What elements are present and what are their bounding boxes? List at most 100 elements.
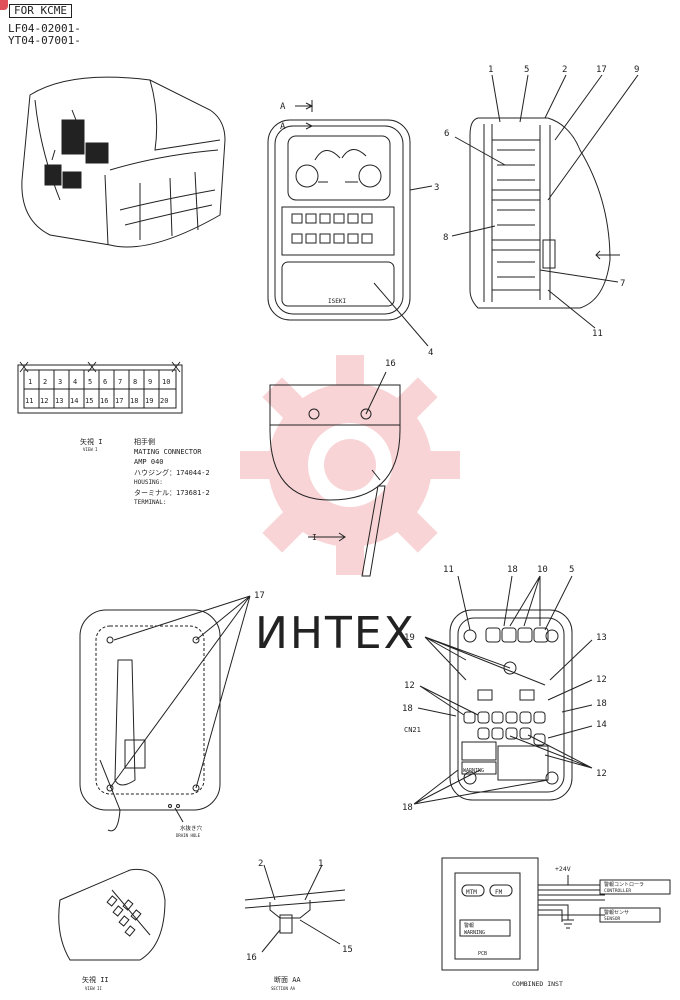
callout-number: 18 <box>507 565 518 575</box>
callout-number: 4 <box>428 348 433 358</box>
pcb-label: PCB <box>478 951 487 957</box>
view-arrow-label: A <box>280 102 286 112</box>
terminal-jp: ターミナル：173681-2 <box>134 488 210 497</box>
warning-jp: 警報 <box>464 922 474 929</box>
monitor-brand-label: ISEKI <box>328 298 346 305</box>
callout-number: 10 <box>537 565 548 575</box>
pin-number: 20 <box>160 397 168 405</box>
callout-number: 18 <box>402 704 413 714</box>
connector-pinout <box>17 361 183 414</box>
callout-number: 16 <box>385 359 396 369</box>
pin-number: 1 <box>28 378 32 386</box>
callout-number: 5 <box>524 65 529 75</box>
callout-number: 8 <box>443 233 448 243</box>
corner-badge <box>0 0 8 10</box>
pin-number: 3 <box>58 378 62 386</box>
pin-number: 10 <box>162 378 170 386</box>
drain-hole-label: DRAIN HOLE <box>176 833 201 838</box>
callout-number: 6 <box>444 129 449 139</box>
view-ii-caption-en: VIEW II <box>85 986 102 991</box>
monitor-side-section <box>451 74 639 329</box>
callout-number: 14 <box>596 720 607 730</box>
monitor-front-view: ISEKI <box>267 119 433 347</box>
callout-number: 12 <box>404 681 415 691</box>
callout-number: 17 <box>254 591 265 601</box>
callout-number: 18 <box>402 803 413 813</box>
pin-number: 7 <box>118 378 122 386</box>
callout-number: 19 <box>404 633 415 643</box>
connector-pin-numbers: 1 2 3 4 5 6 7 8 9 10 11 12 13 14 15 16 1… <box>25 378 170 405</box>
section-aa-caption-en: SECTION AA <box>271 986 296 991</box>
controller-en: CONTROLLER <box>604 888 631 894</box>
callout-number: 2 <box>562 65 567 75</box>
section-aa-detail <box>244 864 346 953</box>
sensor-en: SENSOR <box>604 916 621 922</box>
view-i-caption-en: VIEW I <box>83 447 98 452</box>
pin-number: 17 <box>115 397 123 405</box>
callout-number: 12 <box>596 769 607 779</box>
pin-number: 9 <box>148 378 152 386</box>
pin-number: 11 <box>25 397 33 405</box>
serial-range-lf: LF04-02001- <box>8 22 81 35</box>
mtm-button-label: MTM <box>466 889 477 896</box>
housing-jp: ハウジング：174044-2 <box>134 468 210 477</box>
pcb-warning-label: WARNING <box>463 768 484 774</box>
pin-number: 15 <box>85 397 93 405</box>
pcb-rear-view <box>413 575 593 805</box>
connector-captions: 矢視 I VIEW I 相手側 MATING CONNECTOR AMP 040… <box>80 437 210 506</box>
view-i-caption-jp: 矢視 I <box>80 437 102 446</box>
cover-detail: I <box>269 371 401 577</box>
warning-en: WARNING <box>464 930 485 936</box>
mating-label-jp: 相手側 <box>134 437 155 446</box>
callout-number: 7 <box>620 279 625 289</box>
pin-number: 8 <box>133 378 137 386</box>
callout-number: 1 <box>318 859 323 869</box>
fm-button-label: FM <box>495 889 503 896</box>
callout-number: 13 <box>596 633 607 643</box>
callout-number: 11 <box>443 565 454 575</box>
view-ii-plate <box>58 868 166 961</box>
housing-label: HOUSING: <box>134 479 163 486</box>
pin-number: 5 <box>88 378 92 386</box>
combined-inst-caption: COMBINED INST <box>512 980 563 988</box>
callout-number: 5 <box>569 565 574 575</box>
monitor-back-view <box>79 595 251 832</box>
view-ii-caption-jp: 矢視 II <box>82 975 109 984</box>
cn21-label: CN21 <box>404 726 421 734</box>
watermark-text: ИНТЕХ <box>255 608 416 659</box>
pin-number: 12 <box>40 397 48 405</box>
callout-number: 12 <box>596 675 607 685</box>
section-arrow-a: A A <box>280 100 314 132</box>
pin-number: 18 <box>130 397 138 405</box>
combined-inst-schematic <box>441 857 671 971</box>
amp-label: AMP 040 <box>134 458 164 466</box>
callout-number: 3 <box>434 183 439 193</box>
callout-number: 2 <box>258 859 263 869</box>
watermark-gear-icon <box>240 355 460 575</box>
mating-connector-label: MATING CONNECTOR <box>134 448 202 456</box>
callout-number: 17 <box>596 65 607 75</box>
view-arrow-label: I <box>312 533 317 542</box>
tractor-cab-sketch <box>21 76 226 248</box>
callout-number: 15 <box>342 945 353 955</box>
serial-range-yt: YT04-07001- <box>8 34 81 47</box>
supply-voltage-label: +24V <box>555 865 571 873</box>
pin-number: 19 <box>145 397 153 405</box>
pin-number: 2 <box>43 378 47 386</box>
pin-number: 16 <box>100 397 108 405</box>
callout-number: 18 <box>596 699 607 709</box>
callout-number: 9 <box>634 65 639 75</box>
pin-number: 6 <box>103 378 107 386</box>
pin-number: 14 <box>70 397 78 405</box>
callout-number: 1 <box>488 65 493 75</box>
view-arrow-label: A <box>280 122 286 132</box>
controller-jp: 警報コントローラ <box>604 881 644 888</box>
callout-number: 16 <box>246 953 257 963</box>
callout-number: 11 <box>592 329 603 339</box>
sensor-jp: 警報センサ <box>604 909 629 916</box>
pin-number: 4 <box>73 378 77 386</box>
section-aa-caption-jp: 断面 AA <box>274 975 301 984</box>
kcme-tag: FOR KCME <box>9 4 72 18</box>
pin-number: 13 <box>55 397 63 405</box>
terminal-label: TERMINAL: <box>134 499 167 506</box>
